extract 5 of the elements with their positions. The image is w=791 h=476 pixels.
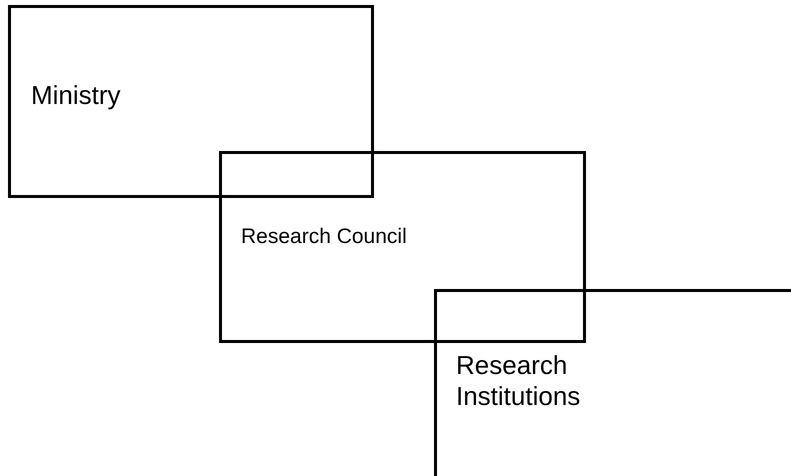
box-label: Ministry	[31, 80, 121, 112]
outline-box	[8, 5, 374, 198]
box-label: Research Institutions	[456, 350, 582, 412]
outline-box	[219, 151, 586, 343]
box-label: Research Council	[241, 224, 407, 250]
